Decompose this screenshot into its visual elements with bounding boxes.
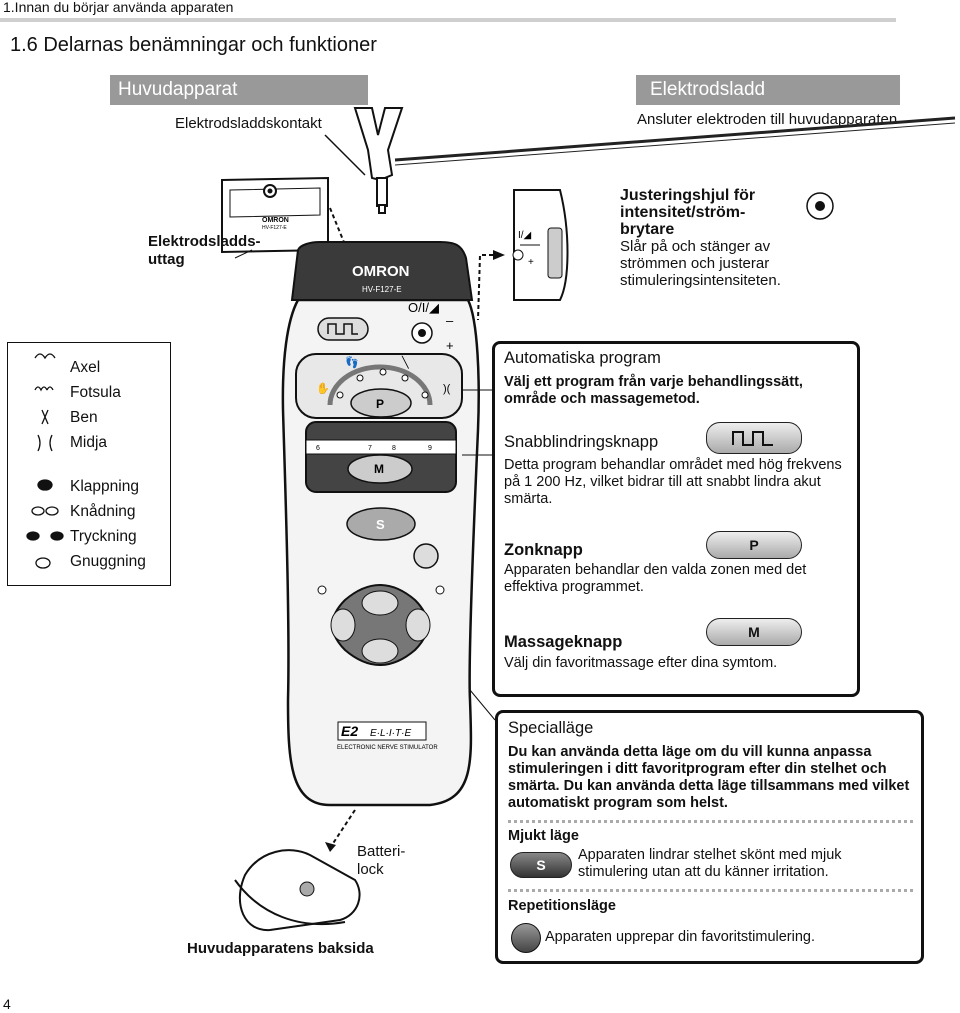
legend-zone-fotsula: Fotsula — [70, 384, 121, 401]
svg-text:)(: )( — [443, 383, 451, 395]
special-intro: Du kan använda detta läge om du vill kun… — [508, 744, 910, 811]
svg-text:8: 8 — [392, 445, 396, 452]
legend-zone-midja: Midja — [70, 434, 108, 451]
quick-title: Snabblindringsknapp — [504, 433, 659, 451]
device-s-button — [346, 507, 416, 541]
cord-connector-label: Elektrodsladdskontakt — [175, 115, 322, 132]
quick-desc: Detta program behandlar området med hög … — [504, 457, 842, 507]
cord-wire — [394, 116, 956, 162]
header-rule — [0, 18, 896, 22]
svg-text:6: 6 — [316, 445, 320, 452]
soft-desc: Apparaten lindrar stelhet skönt med mjuk… — [578, 847, 842, 880]
legend-zone-axel: Axel — [70, 359, 101, 376]
svg-text:P: P — [376, 397, 384, 411]
svg-text:ELECTRONIC NERVE STIMULATOR: ELECTRONIC NERVE STIMULATOR — [337, 745, 438, 751]
outlet-inset: OMRON HV-F127-E — [221, 176, 329, 254]
svg-text:✋: ✋ — [316, 382, 330, 395]
svg-text:I/◢: I/◢ — [518, 230, 532, 241]
back-side-label: Huvudapparatens baksida — [187, 940, 374, 957]
massage-title: Massageknapp — [504, 633, 623, 651]
special-divider-1 — [508, 820, 913, 823]
massage-button-icon: M — [706, 618, 802, 646]
soft-button-icon: S — [510, 852, 572, 878]
repeat-desc: Apparaten upprepar din favoritstimulerin… — [545, 929, 816, 945]
legend-massage-klappning: Klappning — [70, 478, 139, 495]
quick-relief-button-icon — [706, 422, 802, 454]
auto-title: Automatiska program — [504, 349, 661, 367]
dial-title-2: intensitet/ström- — [620, 204, 746, 221]
inset-brand: OMRON — [262, 217, 289, 224]
special-title: Specialläge — [508, 719, 594, 737]
auto-intro: Välj ett program från varje behandlingss… — [504, 374, 803, 407]
device-p-button — [350, 388, 412, 418]
svg-text:E2: E2 — [341, 723, 358, 739]
device-quick-button — [317, 317, 369, 341]
cord-plug — [353, 107, 404, 214]
massage-desc: Välj din favoritmassage efter dina symto… — [504, 655, 778, 671]
dial-inset: I/◢ + — [512, 189, 569, 301]
battery-cover-label: Batteri- lock — [357, 843, 406, 878]
device-brand: OMRON — [352, 263, 410, 280]
dial-title-3: brytare — [620, 221, 675, 238]
svg-text:╲: ╲ — [401, 355, 410, 369]
repeat-title: Repetitionsläge — [508, 898, 616, 914]
auto-programs-box: Automatiska program Välj ett program frå… — [492, 341, 860, 697]
page-number: 4 — [3, 996, 11, 1012]
legend-massage-tryckning: Tryckning — [70, 528, 137, 545]
svg-text:+: + — [446, 338, 454, 353]
svg-text:👣: 👣 — [345, 355, 359, 369]
back-device — [234, 849, 361, 932]
svg-text:S: S — [376, 517, 385, 532]
svg-text:–: – — [446, 313, 454, 328]
dial-description: Justeringshjul för intensitet/ström- bry… — [620, 187, 820, 289]
svg-text:M: M — [374, 462, 384, 476]
cord-connects-label: Ansluter elektroden till huvudapparaten — [637, 111, 898, 128]
band-main-unit: Huvudapparat — [110, 75, 368, 105]
repeat-button-icon — [511, 923, 541, 953]
svg-text:7: 7 — [368, 445, 372, 452]
breadcrumb: 1.Innan du börjar använda apparaten — [3, 0, 234, 15]
special-mode-box: Specialläge Du kan använda detta läge om… — [495, 710, 924, 964]
svg-text:+: + — [528, 257, 534, 268]
soft-title: Mjukt läge — [508, 828, 579, 844]
inset-model: HV-F127-E — [262, 225, 287, 231]
zone-desc: Apparaten behandlar den valda zonen med … — [504, 562, 807, 595]
legend-massage-gnuggning: Gnuggning — [70, 553, 146, 570]
legend-box — [7, 342, 171, 586]
special-divider-2 — [508, 889, 913, 892]
device-model: HV-F127-E — [362, 285, 402, 294]
legend-zone-ben: Ben — [70, 409, 98, 426]
main-device: OMRON HV-F127-E O/I/◢ – + ✋ 👣 ╲ )( P 6 7… — [281, 241, 480, 807]
cord-outlet-label: Elektrodsladds- uttag — [148, 233, 261, 268]
power-symbol: O/I/◢ — [408, 300, 439, 315]
band-electrode-cord: Elektrodsladd — [636, 75, 900, 105]
dial-title-1: Justeringshjul för — [620, 187, 756, 204]
zone-title: Zonknapp — [504, 541, 583, 559]
svg-text:E·L·I·T·E: E·L·I·T·E — [370, 728, 411, 739]
legend-icons — [26, 353, 64, 569]
zone-button-icon: P — [706, 531, 802, 559]
section-title: 1.6 Delarnas benämningar och funktioner — [10, 34, 377, 56]
legend-massage-knadning: Knådning — [70, 503, 136, 520]
device-repeat-button — [413, 543, 439, 569]
svg-text:9: 9 — [428, 445, 432, 452]
device-m-button — [347, 454, 413, 484]
